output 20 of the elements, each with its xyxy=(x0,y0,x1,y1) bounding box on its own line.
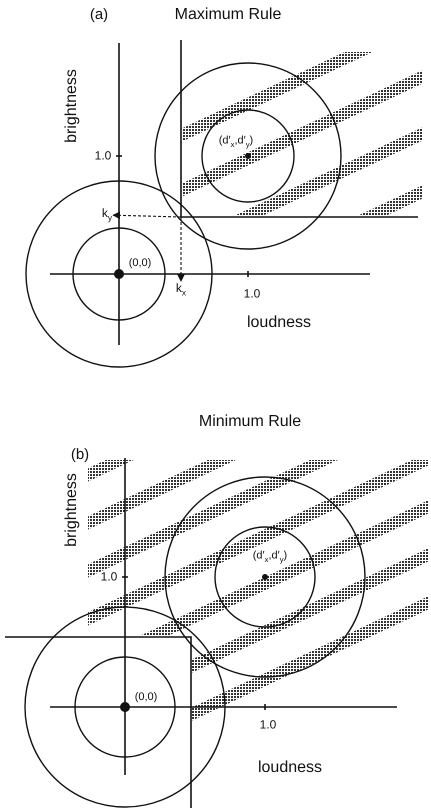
axis-label: brightness xyxy=(63,69,81,143)
axis-label: brightness xyxy=(63,473,81,547)
tick-label: 1.0 xyxy=(260,718,276,732)
tick-label: 1.0 xyxy=(94,149,112,163)
tick-label: 1.0 xyxy=(244,287,260,301)
chart-title: Maximum Rule xyxy=(174,6,282,24)
criterion-label: k$_{y}$ xyxy=(102,207,112,223)
criterion-label: k$_{x}$ xyxy=(176,282,186,298)
point-label: (0,0) xyxy=(134,690,158,704)
panel-label: (b) xyxy=(70,446,90,464)
point-label: (d′$_{x}$,d′$_{y}$) xyxy=(218,134,254,150)
point-label: (0,0) xyxy=(128,256,152,270)
axis-label: loudness xyxy=(246,314,312,332)
panel-label: (a) xyxy=(90,6,108,24)
dashed-arrow xyxy=(177,217,185,282)
axis-label: loudness xyxy=(258,759,322,777)
point-label: (d′$_{x}$,d′$_{y}$) xyxy=(252,550,288,564)
dashed-arrow xyxy=(112,212,182,220)
tick-label: 1.0 xyxy=(100,570,118,584)
chart-title: Minimum Rule xyxy=(198,413,302,431)
